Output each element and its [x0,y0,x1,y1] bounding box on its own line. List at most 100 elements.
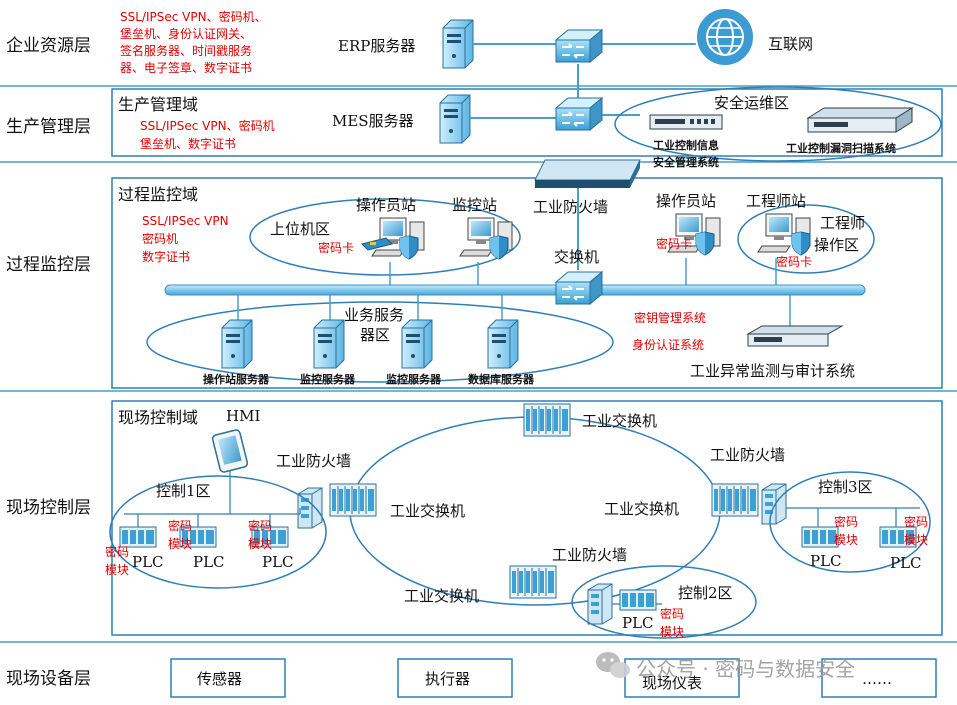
field-firewall-bottom-icon [587,583,613,625]
operator-station-2-shield-icon [695,231,715,256]
operator-station-1-label: 操作员站 [356,196,416,214]
zone2-plc-icon [619,589,657,611]
process-domain-box [111,177,943,389]
zone2-crypto-module-line2: 模块 [660,625,684,639]
control-zone-1-label: 控制1区 [156,482,211,500]
crypto-card-1-icon [361,237,393,251]
device-label-instrument: 现场仪表 [642,674,702,692]
monitor-station-label: 监控站 [452,196,497,214]
field-firewall-right-icon [761,483,787,525]
vuln-scanner-label: 工业控制漏洞扫描系统 [786,141,896,155]
svg-text:SSL/IPSec VPN、密码机、: SSL/IPSec VPN、密码机、 [120,9,267,24]
operator-server-icon [221,319,253,369]
device-label-actuator: 执行器 [425,670,470,688]
secops-zone-label: 安全运维区 [714,94,789,112]
control-zone-2 [571,565,757,639]
field-switch-left-label: 工业交换机 [390,502,465,520]
zone1-plc-1-icon [119,526,157,548]
zone3-plc-drops [817,508,897,528]
wechat-icon [596,652,630,678]
engineer-zone-label-line2: 操作区 [814,236,859,254]
crypto-card-2-label: 密码卡 [656,236,692,251]
ics-info-appliance-icon [649,114,723,130]
secops-zone [614,86,942,162]
monitor-server-1-icon [313,319,345,369]
biz-zone-label-line2: 器区 [360,326,390,344]
layer-label-field-device: 现场设备层 [6,669,91,689]
field-firewall-left-icon [297,487,323,529]
operator-server-label: 操作站服务器 [203,372,270,386]
biz-zone-label-line1: 业务服务 [344,306,404,324]
field-switch-top-icon [523,403,571,437]
layer-label-field-control: 现场控制层 [6,498,91,518]
database-server-icon [487,319,519,369]
zone3-plc-1-icon [801,526,839,548]
process-network-bus [164,284,866,296]
business-server-zone [146,301,614,383]
field-switch-bottom-label: 工业交换机 [404,587,479,605]
upper-host-zone [249,198,521,276]
field-device-row: 传感器 执行器 现场仪表 …… [170,658,937,698]
device-label-more: …… [862,670,892,688]
svg-text:密码机: 密码机 [142,231,178,246]
zone1-crypto-module-1-line2: 模块 [105,563,129,577]
anomaly-system-label: 工业异常监测与审计系统 [690,362,855,380]
mes-server-label: MES服务器 [332,112,414,130]
field-firewall-bottom-label: 工业防火墙 [552,546,627,564]
device-box-instrument [624,658,740,698]
zone1-crypto-module-3-line1: 密码 [248,518,272,533]
hmi-tablet-icon [211,429,249,473]
anomaly-monitor-appliance-icon [746,325,844,347]
key-management-label: 密钥管理系统 [634,310,706,325]
process-firewall-label: 工业防火墙 [533,198,608,216]
device-box-sensor [170,658,286,698]
monitor-server-2-icon [401,319,433,369]
monitor-station-shield-icon [489,235,509,260]
auth-system-label: 身份认证系统 [632,337,704,352]
zone2-crypto-module-line1: 密码 [660,606,684,621]
layer-label-enterprise: 企业资源层 [6,36,91,56]
production-domain-box [111,88,943,157]
zone3-plc-2-label: PLC [890,554,922,572]
svg-text:器、电子签章、数字证书: 器、电子签章、数字证书 [120,60,252,75]
device-box-more [821,658,937,698]
engineer-zone [737,204,875,274]
watermark: 公众号 · 密码与数据安全 [596,652,855,681]
svg-text:签名服务器、时间戳服务: 签名服务器、时间戳服务 [120,43,252,58]
vuln-scanner-appliance-icon [806,107,914,133]
ics-info-label-line2: 安全管理系统 [653,155,719,169]
production-domain-label: 生产管理域 [118,95,198,114]
field-switch-left-icon [329,483,377,517]
zone1-crypto-module-2-line2: 模块 [168,537,192,551]
hmi-label: HMI [226,407,260,425]
svg-text:数字证书: 数字证书 [142,249,190,264]
database-server-label: 数据库服务器 [468,372,535,386]
monitor-server-1-label: 监控服务器 [300,372,356,386]
enterprise-crypto-list: SSL/IPSec VPN、密码机、 堡垒机、身份认证网关、 签名服务器、时间戳… [120,9,267,75]
field-firewall-right-label: 工业防火墙 [710,446,785,464]
control-zone-3-label: 控制3区 [818,478,873,496]
upper-zone-label: 上位机区 [270,220,330,238]
zone2-plc-label: PLC [622,614,654,632]
zone3-plc-1-label: PLC [810,552,842,570]
process-switch-icon [555,271,603,305]
zone1-crypto-module-2-line1: 密码 [168,518,192,533]
device-box-actuator [397,658,513,698]
server-drop-links [237,295,503,322]
erp-server-label: ERP服务器 [338,37,415,55]
zone3-crypto-module-2-line1: 密码 [904,514,928,529]
production-crypto-list: SSL/IPSec VPN、密码机 堡垒机、数字证书 [140,118,275,151]
field-switch-right-label: 工业交换机 [604,500,679,518]
zone1-plc-1-label: PLC [132,553,164,571]
watermark-text: 公众号 · 密码与数据安全 [636,657,855,681]
field-control-domain-box [111,400,943,636]
field-control-domain-label: 现场控制域 [118,408,198,427]
process-to-field-link [552,304,578,404]
zone1-plc-drops [137,514,271,528]
internet-label: 互联网 [768,35,813,53]
zone1-plc-3-label: PLC [262,553,294,571]
zone3-crypto-module-1-line1: 密码 [834,514,858,529]
engineer-zone-label-line1: 工程师 [820,214,865,232]
process-crypto-list: SSL/IPSec VPN 密码机 数字证书 [142,214,229,264]
operator-station-2-label: 操作员站 [656,192,716,210]
